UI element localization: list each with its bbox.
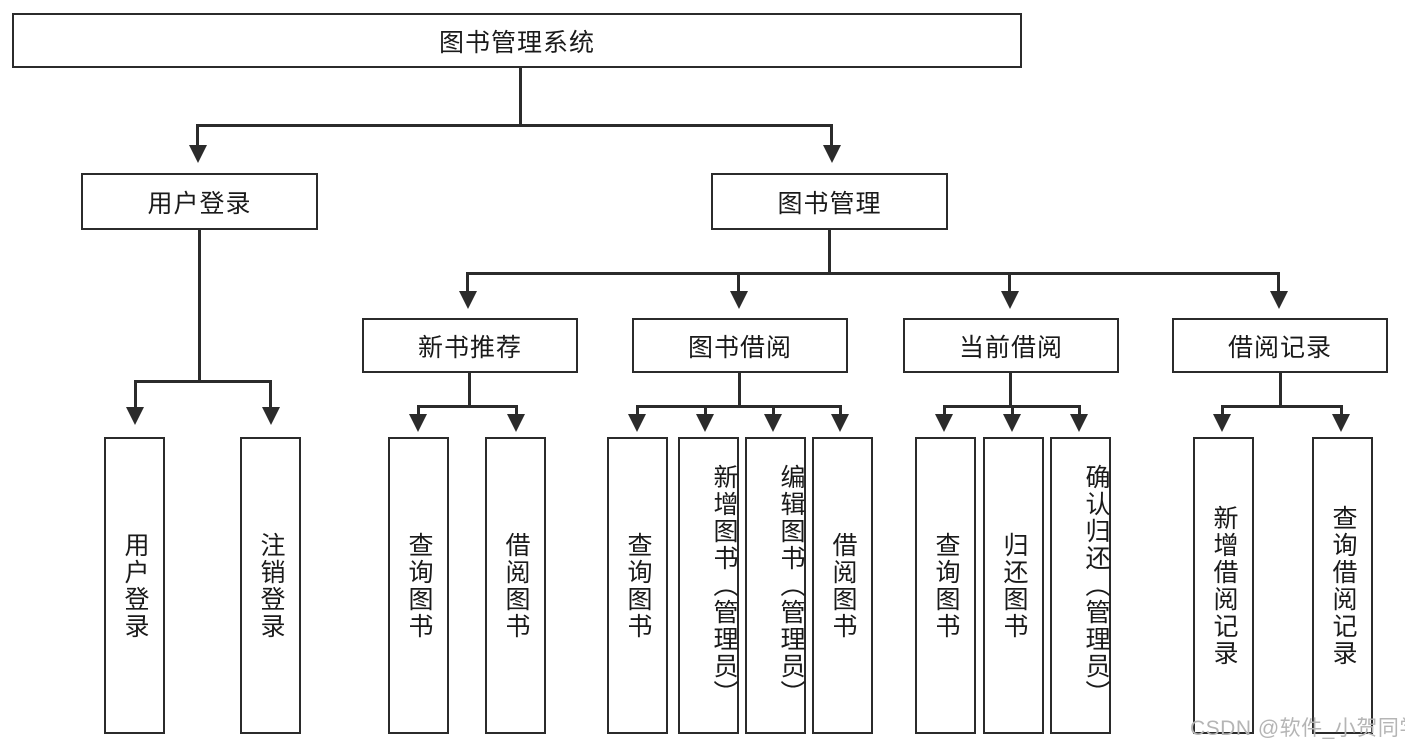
connector-book-manage-to-new-book (466, 272, 469, 294)
node-label: 查询借阅记录 (1329, 504, 1357, 667)
leaf-query-book-new-rec[interactable]: 查询图书 (388, 437, 449, 734)
node-label: 用户登录 (147, 189, 252, 218)
node-user-login[interactable]: 用户登录 (81, 173, 318, 230)
node-book-borrow[interactable]: 图书借阅 (632, 318, 848, 373)
connector-book-manage-stem (828, 230, 831, 272)
arrow-user-login-to-leaf1 (126, 407, 144, 425)
connector-book-borrow-stem (738, 373, 741, 405)
node-label: 图书管理 (777, 189, 882, 218)
connector-current-borrow-to-leaf3 (1078, 405, 1081, 417)
connector-book-manage-bar (466, 272, 1280, 275)
arrow-borrow-record-to-leaf2 (1332, 414, 1350, 432)
node-label: 查询图书 (405, 531, 433, 640)
arrow-book-borrow-to-leaf1 (628, 414, 646, 432)
connector-root-stem (519, 68, 522, 124)
node-label: 新书推荐 (417, 333, 522, 362)
node-new-book-recommendation[interactable]: 新书推荐 (362, 318, 578, 373)
leaf-edit-book-admin[interactable]: 编辑图书（管理员） (745, 437, 806, 734)
connector-book-manage-to-borrow (737, 272, 740, 294)
connector-borrow-record-bar (1221, 405, 1342, 408)
node-root-book-management-system[interactable]: 图书管理系统 (12, 13, 1022, 68)
node-label: 编辑图书（管理员） (777, 464, 805, 707)
node-current-borrow[interactable]: 当前借阅 (903, 318, 1119, 373)
node-label: 图书借阅 (687, 333, 792, 362)
arrow-user-login-to-leaf2 (262, 407, 280, 425)
node-label: 查询图书 (624, 531, 652, 640)
node-book-management[interactable]: 图书管理 (711, 173, 948, 230)
arrow-book-borrow-to-leaf2 (696, 414, 714, 432)
connector-user-login-stem (198, 230, 201, 380)
arrow-current-borrow-to-leaf2 (1003, 414, 1021, 432)
connector-book-manage-to-record (1277, 272, 1280, 294)
arrow-current-borrow-to-leaf1 (935, 414, 953, 432)
connector-borrow-record-stem (1279, 373, 1282, 405)
leaf-user-login[interactable]: 用户登录 (104, 437, 165, 734)
leaf-borrow-book-new-rec[interactable]: 借阅图书 (485, 437, 546, 734)
leaf-query-book-borrow[interactable]: 查询图书 (607, 437, 668, 734)
connector-current-borrow-to-leaf2 (1011, 405, 1014, 417)
arrow-book-manage-to-new-book (459, 291, 477, 309)
connector-book-borrow-to-leaf3 (772, 405, 775, 417)
connector-book-borrow-bar (636, 405, 842, 408)
connector-new-book-stem (468, 373, 471, 405)
arrow-book-manage-to-current (1001, 291, 1019, 309)
arrow-borrow-record-to-leaf1 (1213, 414, 1231, 432)
leaf-confirm-return-admin[interactable]: 确认归还（管理员） (1050, 437, 1111, 734)
arrow-root-to-user-login (189, 145, 207, 163)
node-label: 借阅图书 (502, 531, 530, 640)
node-label: 查询图书 (932, 531, 960, 640)
connector-book-borrow-to-leaf1 (636, 405, 639, 417)
csdn-watermark: CSDN @软件_小贺同学 (1190, 717, 1405, 740)
leaf-query-borrow-record[interactable]: 查询借阅记录 (1312, 437, 1373, 734)
node-label: 新增借阅记录 (1210, 504, 1238, 667)
leaf-query-book-current[interactable]: 查询图书 (915, 437, 976, 734)
connector-root-to-book-manage (830, 124, 833, 148)
arrow-book-borrow-to-leaf3 (764, 414, 782, 432)
connector-user-login-to-leaf2 (269, 380, 272, 410)
connector-current-borrow-to-leaf1 (943, 405, 946, 417)
node-label: 新增图书（管理员） (710, 464, 738, 707)
connector-new-book-to-leaf1 (417, 405, 420, 417)
connector-user-login-to-leaf1 (134, 380, 137, 410)
connector-current-borrow-stem (1009, 373, 1012, 405)
node-label: 注销登录 (257, 531, 285, 640)
leaf-borrow-book-borrow[interactable]: 借阅图书 (812, 437, 873, 734)
connector-root-to-user-login (196, 124, 199, 148)
connector-user-login-bar (134, 380, 271, 383)
connector-book-borrow-to-leaf2 (704, 405, 707, 417)
arrow-book-manage-to-record (1270, 291, 1288, 309)
connector-root-bar (196, 124, 833, 127)
connector-borrow-record-to-leaf2 (1340, 405, 1343, 417)
leaf-add-borrow-record[interactable]: 新增借阅记录 (1193, 437, 1254, 734)
leaf-return-book[interactable]: 归还图书 (983, 437, 1044, 734)
node-label: 用户登录 (121, 531, 149, 640)
connector-new-book-to-leaf2 (515, 405, 518, 417)
node-label: 图书管理系统 (438, 28, 595, 57)
leaf-logout[interactable]: 注销登录 (240, 437, 301, 734)
node-borrow-record[interactable]: 借阅记录 (1172, 318, 1388, 373)
node-label: 归还图书 (1000, 531, 1028, 640)
connector-borrow-record-to-leaf1 (1221, 405, 1224, 417)
node-label: 确认归还（管理员） (1082, 464, 1110, 707)
connector-new-book-bar (417, 405, 518, 408)
leaf-add-book-admin[interactable]: 新增图书（管理员） (678, 437, 739, 734)
arrow-root-to-book-manage (823, 145, 841, 163)
arrow-book-manage-to-borrow (730, 291, 748, 309)
connector-book-borrow-to-leaf4 (839, 405, 842, 417)
node-label: 借阅图书 (829, 531, 857, 640)
connector-book-manage-to-current (1008, 272, 1011, 294)
arrow-book-borrow-to-leaf4 (831, 414, 849, 432)
arrow-new-book-to-leaf1 (409, 414, 427, 432)
arrow-current-borrow-to-leaf3 (1070, 414, 1088, 432)
node-label: 借阅记录 (1227, 333, 1332, 362)
node-label: 当前借阅 (958, 333, 1063, 362)
arrow-new-book-to-leaf2 (507, 414, 525, 432)
